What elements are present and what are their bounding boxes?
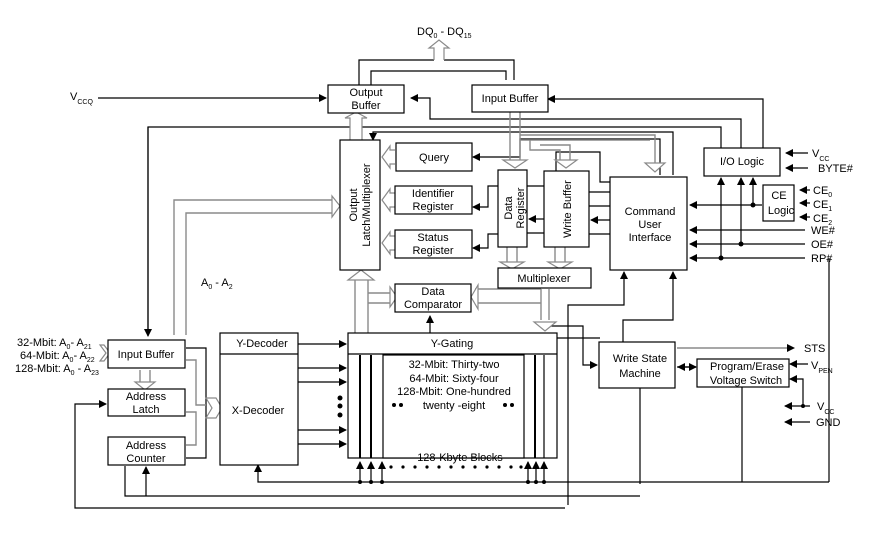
svg-text:Multiplexer: Multiplexer <box>517 273 571 285</box>
svg-text:Latch/Multiplexer: Latch/Multiplexer <box>361 163 373 246</box>
ce-logic-block: CE Logic <box>762 184 795 222</box>
gnd-label: GND <box>816 417 841 429</box>
cui-to-latch-wire <box>369 131 674 175</box>
output-latch-multiplexer-block: Output Latch/Multiplexer <box>339 139 381 271</box>
svg-text:Data: Data <box>503 196 515 220</box>
svg-text:Program/Erase: Program/Erase <box>710 361 784 373</box>
svg-text:Write State: Write State <box>613 353 667 365</box>
sts-label: STS <box>804 343 825 355</box>
we-label: WE# <box>811 225 836 237</box>
svg-text:Latch: Latch <box>133 404 160 416</box>
output-buffer-block: Output Buffer <box>327 84 405 114</box>
addr-128mbit-label: 128-Mbit: A0 - A23 <box>15 363 99 377</box>
status-register-block: Status Register <box>394 229 473 259</box>
signal-labels: DQ0 - DQ15 VCCQ VCC BYTE# CE0 CE1 CE2 WE… <box>15 26 854 429</box>
svg-text:Register: Register <box>515 187 527 228</box>
addr-64mbit-label: 64-Mbit: A0- A22 <box>20 350 95 364</box>
svg-text:Register: Register <box>413 201 454 213</box>
control-wires <box>74 59 830 509</box>
data-comparator-block: Data Comparator <box>394 283 472 313</box>
svg-text:128-Mbit: One-hundred: 128-Mbit: One-hundred <box>397 386 511 398</box>
svg-text:User: User <box>638 219 662 231</box>
svg-text:Comparator: Comparator <box>404 299 462 311</box>
svg-text:Logic: Logic <box>768 205 795 217</box>
svg-text:Y-Decoder: Y-Decoder <box>236 338 288 350</box>
to-identifier-wire <box>472 185 498 211</box>
program-erase-switch-block: Program/Erase Voltage Switch <box>696 358 790 388</box>
counter-wire <box>124 466 640 497</box>
addr-32mbit-label: 32-Mbit: A0- A21 <box>17 337 92 351</box>
svg-text:Input Buffer: Input Buffer <box>118 349 175 361</box>
to-status-wire <box>472 233 498 252</box>
svg-text:CE: CE <box>771 190 786 202</box>
svg-text:Register: Register <box>413 245 454 257</box>
wb-cui-top-wire <box>555 151 610 183</box>
identifier-register-block: Identifier Register <box>394 185 473 215</box>
query-block: Query <box>395 142 473 172</box>
dq-in-wire-a <box>370 70 507 86</box>
data-register-block: Data Register <box>497 169 528 248</box>
svg-text:Address: Address <box>126 440 167 452</box>
rp-label: RP# <box>811 253 833 265</box>
byte-label: BYTE# <box>818 163 854 175</box>
svg-text:Buffer: Buffer <box>351 100 380 112</box>
svg-text:Identifier: Identifier <box>412 188 455 200</box>
svg-text:Voltage Switch: Voltage Switch <box>710 375 782 387</box>
dq-in-wire-b <box>444 59 515 80</box>
dq-label: DQ0 - DQ15 <box>417 26 472 40</box>
bottom-bus-wire <box>254 464 742 483</box>
oe-label: OE# <box>811 239 834 251</box>
io-to-outputbuf-wire <box>410 94 742 148</box>
input-buffer-address-block: Input Buffer <box>107 339 186 369</box>
ce2-label: CE2 <box>813 213 832 227</box>
svg-text:X-Decoder: X-Decoder <box>232 405 285 417</box>
svg-text:Write Buffer: Write Buffer <box>562 180 574 238</box>
vcc-io-label: VCC <box>812 148 829 163</box>
ygating-to-wsm-wire <box>549 325 598 369</box>
write-state-machine-block: Write State Machine <box>598 341 676 389</box>
svg-text:Status: Status <box>417 232 449 244</box>
svg-text:Output: Output <box>348 188 360 221</box>
io-logic-block: I/O Logic <box>703 147 781 177</box>
address-latch-block: Address Latch <box>107 388 186 417</box>
svg-text:Data: Data <box>421 286 445 298</box>
svg-text:Query: Query <box>419 152 449 164</box>
a0-a2-label: A0 - A2 <box>201 277 233 291</box>
input-buffer-top-block: Input Buffer <box>471 84 549 113</box>
latch-feedback-wire <box>74 400 565 509</box>
block-dots <box>389 465 523 469</box>
svg-text:I/O Logic: I/O Logic <box>720 156 765 168</box>
ce0-label: CE0 <box>813 185 832 199</box>
bus-arrows <box>98 39 667 446</box>
vcc-pwr-label: VCC <box>817 401 834 416</box>
command-user-interface-block: Command User Interface <box>609 176 688 271</box>
io-to-inputbuf-wire <box>547 95 764 148</box>
svg-text:128-Kbyte Blocks: 128-Kbyte Blocks <box>417 452 503 464</box>
svg-text:twenty -eight: twenty -eight <box>423 400 485 412</box>
svg-text:Machine: Machine <box>619 368 661 380</box>
ce1-label: CE1 <box>813 199 832 213</box>
svg-text:Address: Address <box>126 391 167 403</box>
x-y-decoder-block: Y-Decoder X-Decoder <box>219 332 299 466</box>
svg-text:Counter: Counter <box>126 453 165 465</box>
svg-text:Y-Gating: Y-Gating <box>431 338 473 350</box>
write-buffer-block: Write Buffer <box>543 170 590 248</box>
svg-text:Command: Command <box>625 206 676 218</box>
wsm-to-cui-wire <box>622 271 677 343</box>
cui-down-wire <box>567 271 628 505</box>
vpen-label: VPEN <box>811 360 833 375</box>
inbuf-counter-wire <box>186 347 207 459</box>
svg-text:64-Mbit: Sixty-four: 64-Mbit: Sixty-four <box>409 373 499 385</box>
vccq-label: VCCQ <box>70 91 93 106</box>
address-counter-block: Address Counter <box>107 436 186 466</box>
svg-text:Input Buffer: Input Buffer <box>482 93 539 105</box>
dq-out-wire <box>358 59 434 86</box>
vcc-pwr-wire <box>789 375 804 406</box>
svg-text:Output: Output <box>349 87 382 99</box>
memory-array-block: Y-Gating 32-Mbit: Thirty-two 64-Mbit: Si… <box>347 332 558 469</box>
multiplexer-block: Multiplexer <box>497 267 592 289</box>
svg-text:Interface: Interface <box>629 232 672 244</box>
svg-text:32-Mbit: Thirty-two: 32-Mbit: Thirty-two <box>409 359 500 371</box>
